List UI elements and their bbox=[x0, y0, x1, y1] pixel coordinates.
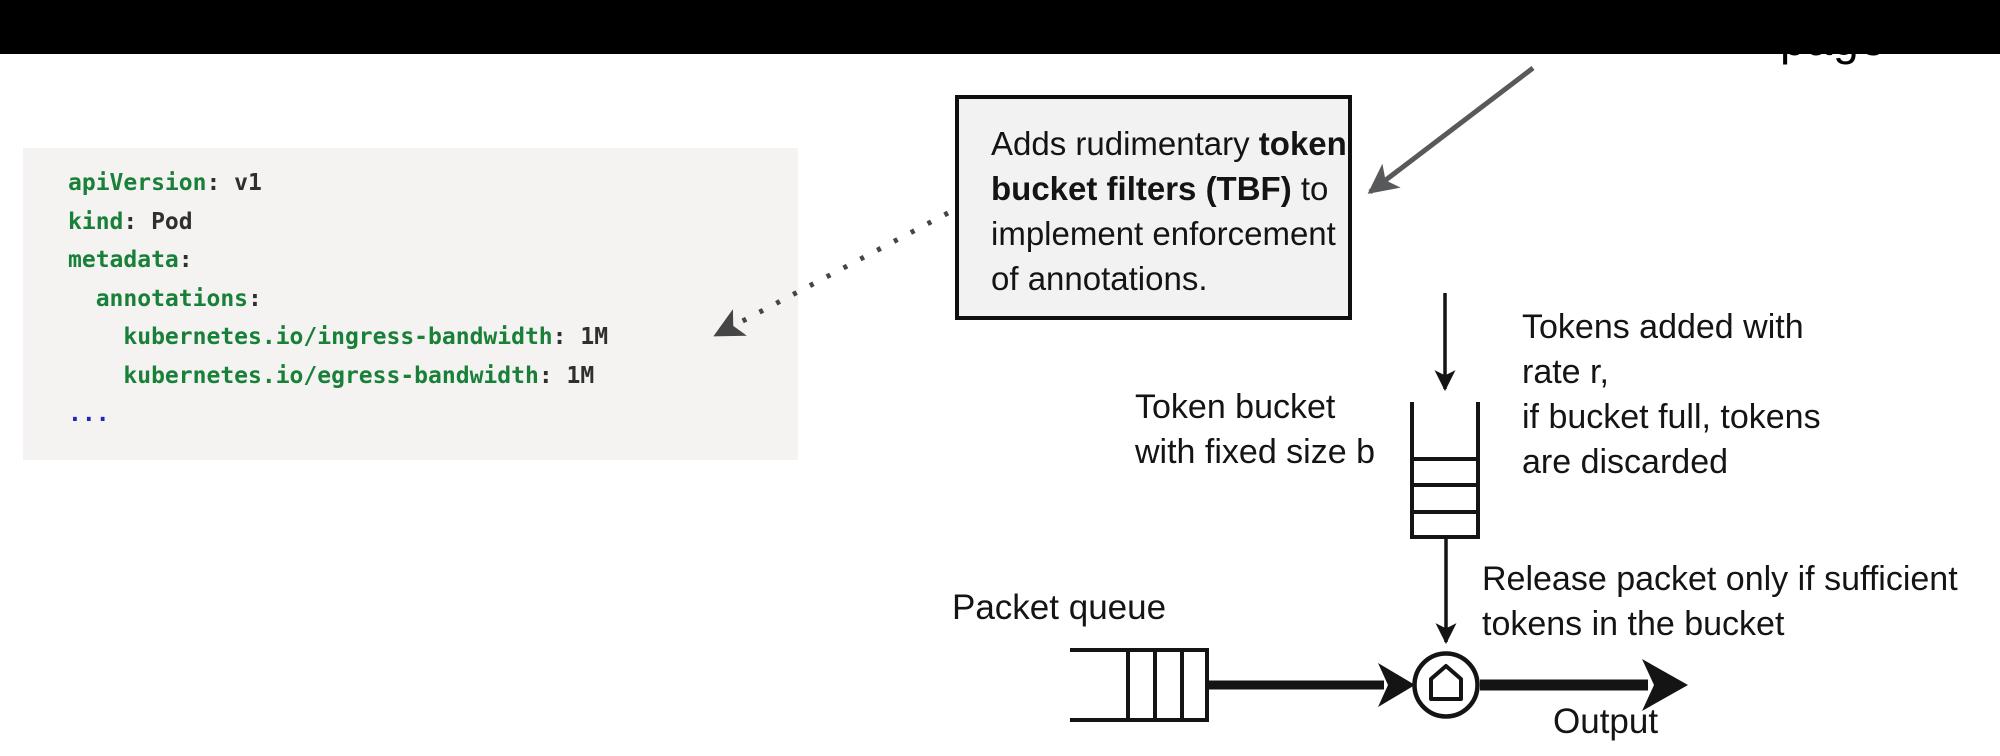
output-label: Output bbox=[1553, 702, 1659, 741]
code-line-ellipsis: ... bbox=[68, 401, 110, 427]
code-line-egress-bandwidth: kubernetes.io/egress-bandwidth: 1M bbox=[68, 362, 595, 389]
token-bucket-shape bbox=[1410, 402, 1480, 539]
code-line-ingress-bandwidth: kubernetes.io/ingress-bandwidth: 1M bbox=[68, 324, 609, 350]
code-line-kind: kind: Pod bbox=[68, 208, 193, 235]
tokens-added-label: Tokens added with rate r, if bucket full… bbox=[1522, 308, 1821, 481]
tbf-node-circle bbox=[1412, 651, 1480, 719]
callout-arrow bbox=[1367, 66, 1535, 194]
callout-line: bucket filters (TBF) to bbox=[991, 170, 1329, 207]
callout-line: Adds rudimentary token bbox=[991, 125, 1347, 162]
token-bucket-label: Token bucket with fixed size b bbox=[1135, 388, 1375, 471]
redaction-bar bbox=[0, 0, 2000, 54]
house-icon bbox=[1429, 664, 1463, 701]
tbf-callout-box: Adds rudimentary token bucket filters (T… bbox=[955, 95, 1352, 320]
input-arrow-head bbox=[1378, 663, 1415, 707]
code-line-apiversion: apiVersion: v1 bbox=[68, 170, 262, 196]
packet-queue-label: Packet queue bbox=[952, 588, 1167, 627]
yaml-code-block: apiVersion: v1 kind: Pod metadata: annot… bbox=[23, 148, 798, 460]
release-packet-label: Release packet only if sufficient tokens… bbox=[1482, 560, 1958, 643]
code-line-metadata: metadata: bbox=[68, 247, 193, 273]
callout-line: of annotations. bbox=[991, 260, 1208, 297]
code-line-annotations: annotations: bbox=[68, 285, 262, 312]
callout-line: implement enforcement bbox=[991, 215, 1336, 252]
